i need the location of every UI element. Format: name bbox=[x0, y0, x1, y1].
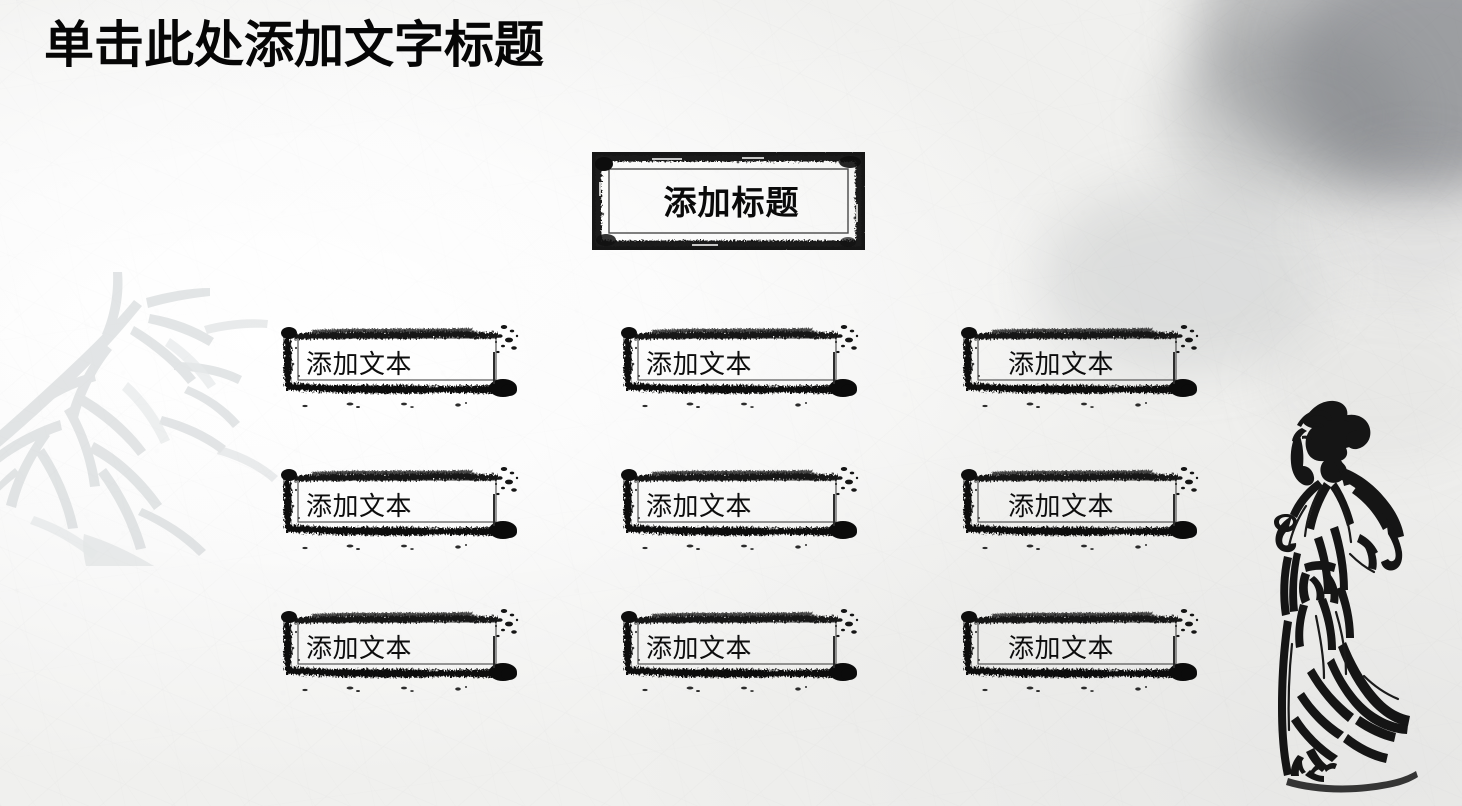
title-plaque-label: 添加标题 bbox=[663, 184, 800, 221]
text-box-label: 添加文本 bbox=[646, 348, 753, 379]
text-box-4[interactable]: 添加文本 bbox=[272, 460, 522, 538]
text-box-9[interactable]: 添加文本 bbox=[952, 602, 1202, 680]
text-box-label: 添加文本 bbox=[306, 348, 413, 379]
text-box-label: 添加文本 bbox=[1008, 348, 1115, 379]
bamboo-watermark-icon bbox=[0, 266, 304, 566]
text-box-label: 添加文本 bbox=[646, 490, 753, 521]
text-box-6[interactable]: 添加文本 bbox=[952, 460, 1202, 538]
text-box-label: 添加文本 bbox=[1008, 632, 1115, 663]
text-box-label: 添加文本 bbox=[1008, 490, 1115, 521]
text-box-3[interactable]: 添加文本 bbox=[952, 318, 1202, 396]
text-box-5[interactable]: 添加文本 bbox=[612, 460, 862, 538]
scholar-figure-icon bbox=[1218, 386, 1456, 798]
text-box-label: 添加文本 bbox=[306, 490, 413, 521]
text-box-label: 添加文本 bbox=[646, 632, 753, 663]
text-box-7[interactable]: 添加文本 bbox=[272, 602, 522, 680]
text-box-1[interactable]: 添加文本 bbox=[272, 318, 522, 396]
title-plaque[interactable]: 添加标题 bbox=[592, 152, 865, 250]
text-box-label: 添加文本 bbox=[306, 632, 413, 663]
page-title: 单击此处添加文字标题 bbox=[44, 17, 544, 73]
text-box-2[interactable]: 添加文本 bbox=[612, 318, 862, 396]
text-box-8[interactable]: 添加文本 bbox=[612, 602, 862, 680]
